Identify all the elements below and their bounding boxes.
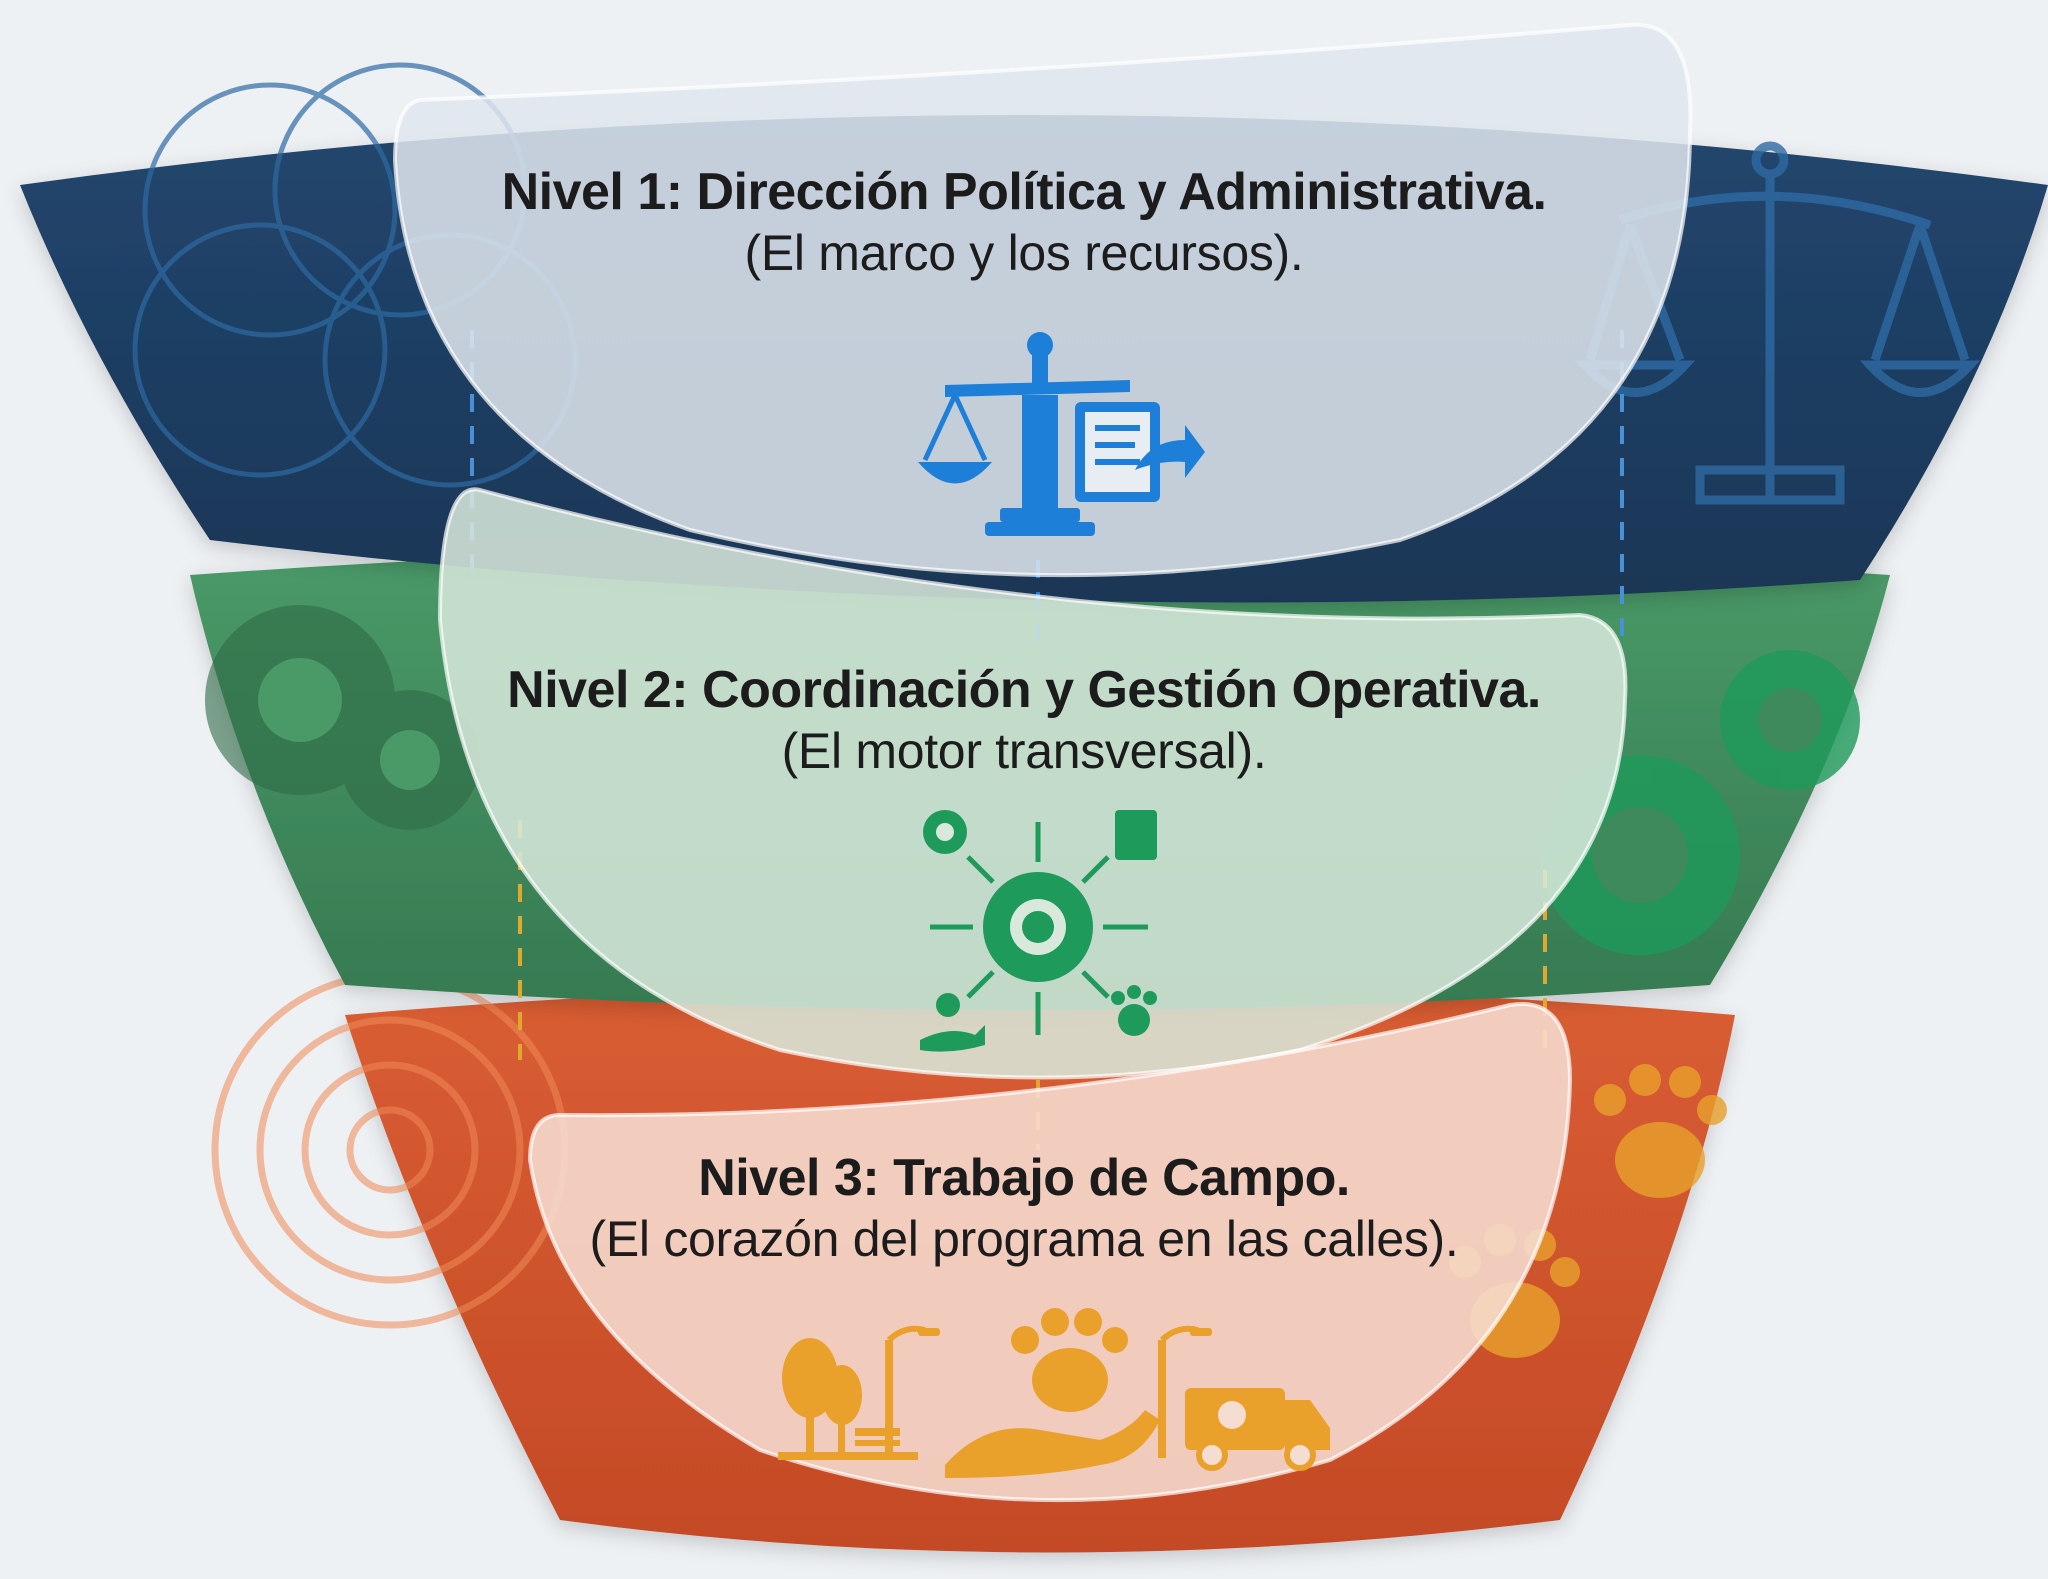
streetlight-icon-2 bbox=[1158, 1325, 1212, 1458]
level-1-glass-panel bbox=[392, 22, 1693, 578]
park-icon bbox=[778, 1338, 918, 1460]
level-1-subtitle: (El marco y los recursos). bbox=[744, 225, 1304, 281]
level-2-glass-panel bbox=[437, 487, 1628, 1080]
level-1-title: Nivel 1: Dirección Política y Administra… bbox=[501, 163, 1547, 221]
field-work-icons bbox=[778, 1308, 1330, 1478]
streetlight-icon bbox=[885, 1325, 940, 1458]
level-2-subtitle: (El motor transversal). bbox=[781, 723, 1267, 779]
level-1-text: Nivel 1: Dirección Política y Administra… bbox=[0, 162, 2048, 282]
van-icon bbox=[1185, 1388, 1330, 1471]
level-2-title: Nivel 2: Coordinación y Gestión Operativ… bbox=[507, 661, 1541, 719]
level-3-subtitle: (El corazón del programa en las calles). bbox=[589, 1211, 1459, 1267]
level-2-text: Nivel 2: Coordinación y Gestión Operativ… bbox=[0, 660, 2048, 780]
scales-document-icon bbox=[918, 332, 1205, 536]
gear-network-icon bbox=[920, 810, 1157, 1052]
level-3-title: Nivel 3: Trabajo de Campo. bbox=[698, 1149, 1350, 1207]
level-3-text: Nivel 3: Trabajo de Campo. (El corazón d… bbox=[0, 1148, 2048, 1268]
paw-hand-icon bbox=[945, 1308, 1160, 1478]
